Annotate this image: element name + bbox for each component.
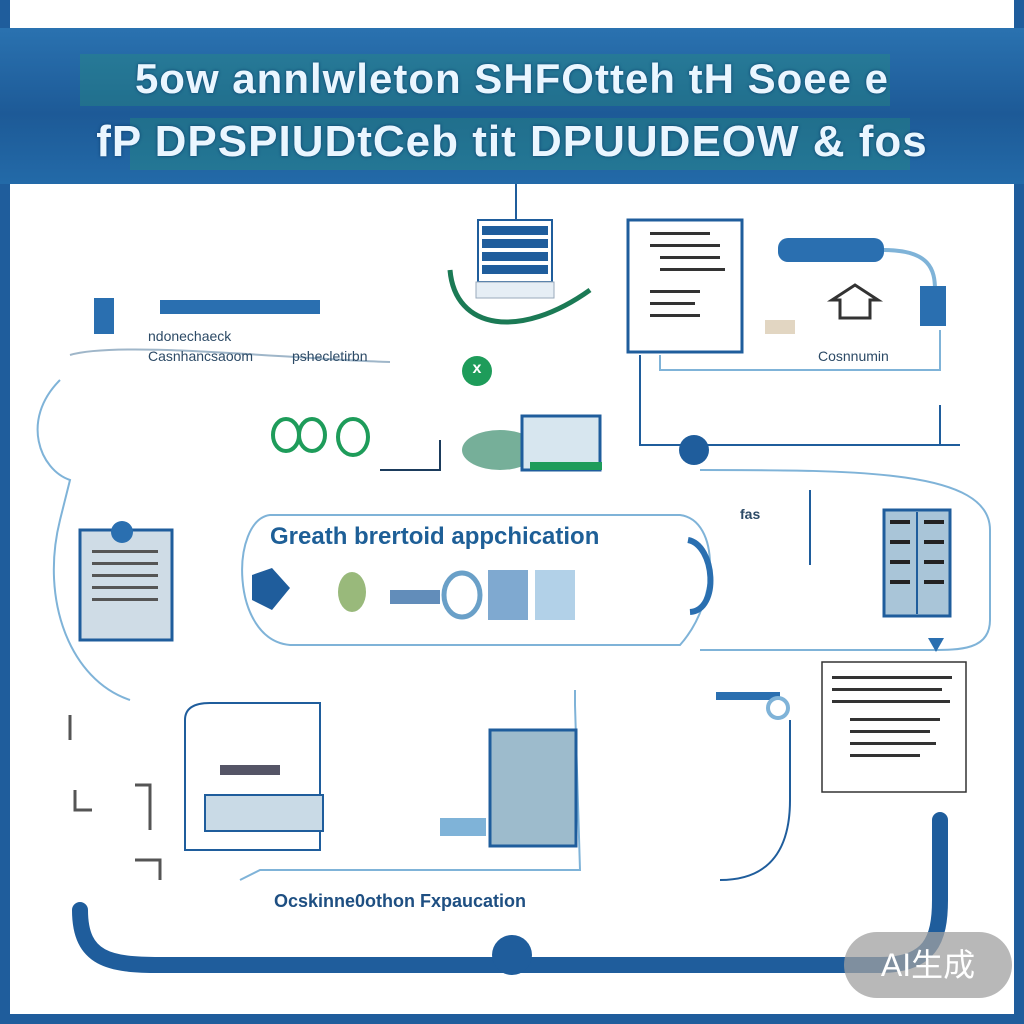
label-top-right: Cosnnumin	[818, 348, 889, 364]
connector-bottom-box	[239, 690, 582, 881]
house-icon	[826, 283, 884, 320]
pipeline-node-right	[679, 435, 709, 465]
label-bottom-title: Ocskinne0othon Fxpaucation	[274, 891, 527, 911]
connector-green-arc	[447, 269, 592, 325]
label-mid-right: fas	[740, 506, 761, 522]
label-top-left-a: ndonechaeck	[148, 328, 232, 344]
ai-generated-badge: AI生成	[844, 932, 1012, 998]
machine-panel-icon	[184, 702, 578, 851]
device-on-base-icon	[462, 414, 602, 472]
document-icon-top	[626, 218, 795, 354]
connector-pipe-lower	[719, 720, 791, 881]
cabinet-icon-right	[882, 508, 952, 652]
banner-strip-top	[80, 54, 890, 106]
server-stack-icon	[475, 219, 555, 299]
connector-top-right	[659, 330, 941, 371]
valve-icon-right	[716, 692, 790, 720]
connector-right-loop	[699, 469, 991, 651]
check-circle-icon	[462, 356, 492, 386]
pipe-assembly-icon	[778, 238, 946, 326]
center-rounded-box	[241, 514, 711, 646]
leaf-sprout-icons	[271, 417, 370, 457]
title-banner	[0, 28, 1024, 184]
check-mark-label: x	[472, 360, 482, 377]
label-top-left-b: Casnhancsaoom	[148, 348, 254, 364]
document-icon-bottom-right	[821, 661, 967, 793]
title-line-2: fP DPSPIUDtCeb tit DPUUDEOW & fos	[96, 117, 928, 166]
banner-strip-bottom	[130, 118, 910, 170]
connector-leaf-device	[380, 440, 441, 471]
gauge-bar-icon	[69, 298, 391, 363]
connector-doc-node	[639, 355, 690, 446]
center-icon-row	[252, 537, 714, 620]
clipboard-icon-left	[78, 521, 174, 642]
pipeline-node-bottom	[492, 935, 532, 975]
valve-fittings-left	[68, 715, 162, 880]
label-center-title: Greath brertoid appchication	[270, 523, 600, 550]
connector-lines	[36, 184, 991, 881]
connector-left-loop	[36, 379, 131, 701]
label-top-left-c: pshecletirbn	[292, 348, 368, 364]
title-line-1: 5ow annlwleton SHFOtteh tH Soee e	[134, 55, 890, 102]
